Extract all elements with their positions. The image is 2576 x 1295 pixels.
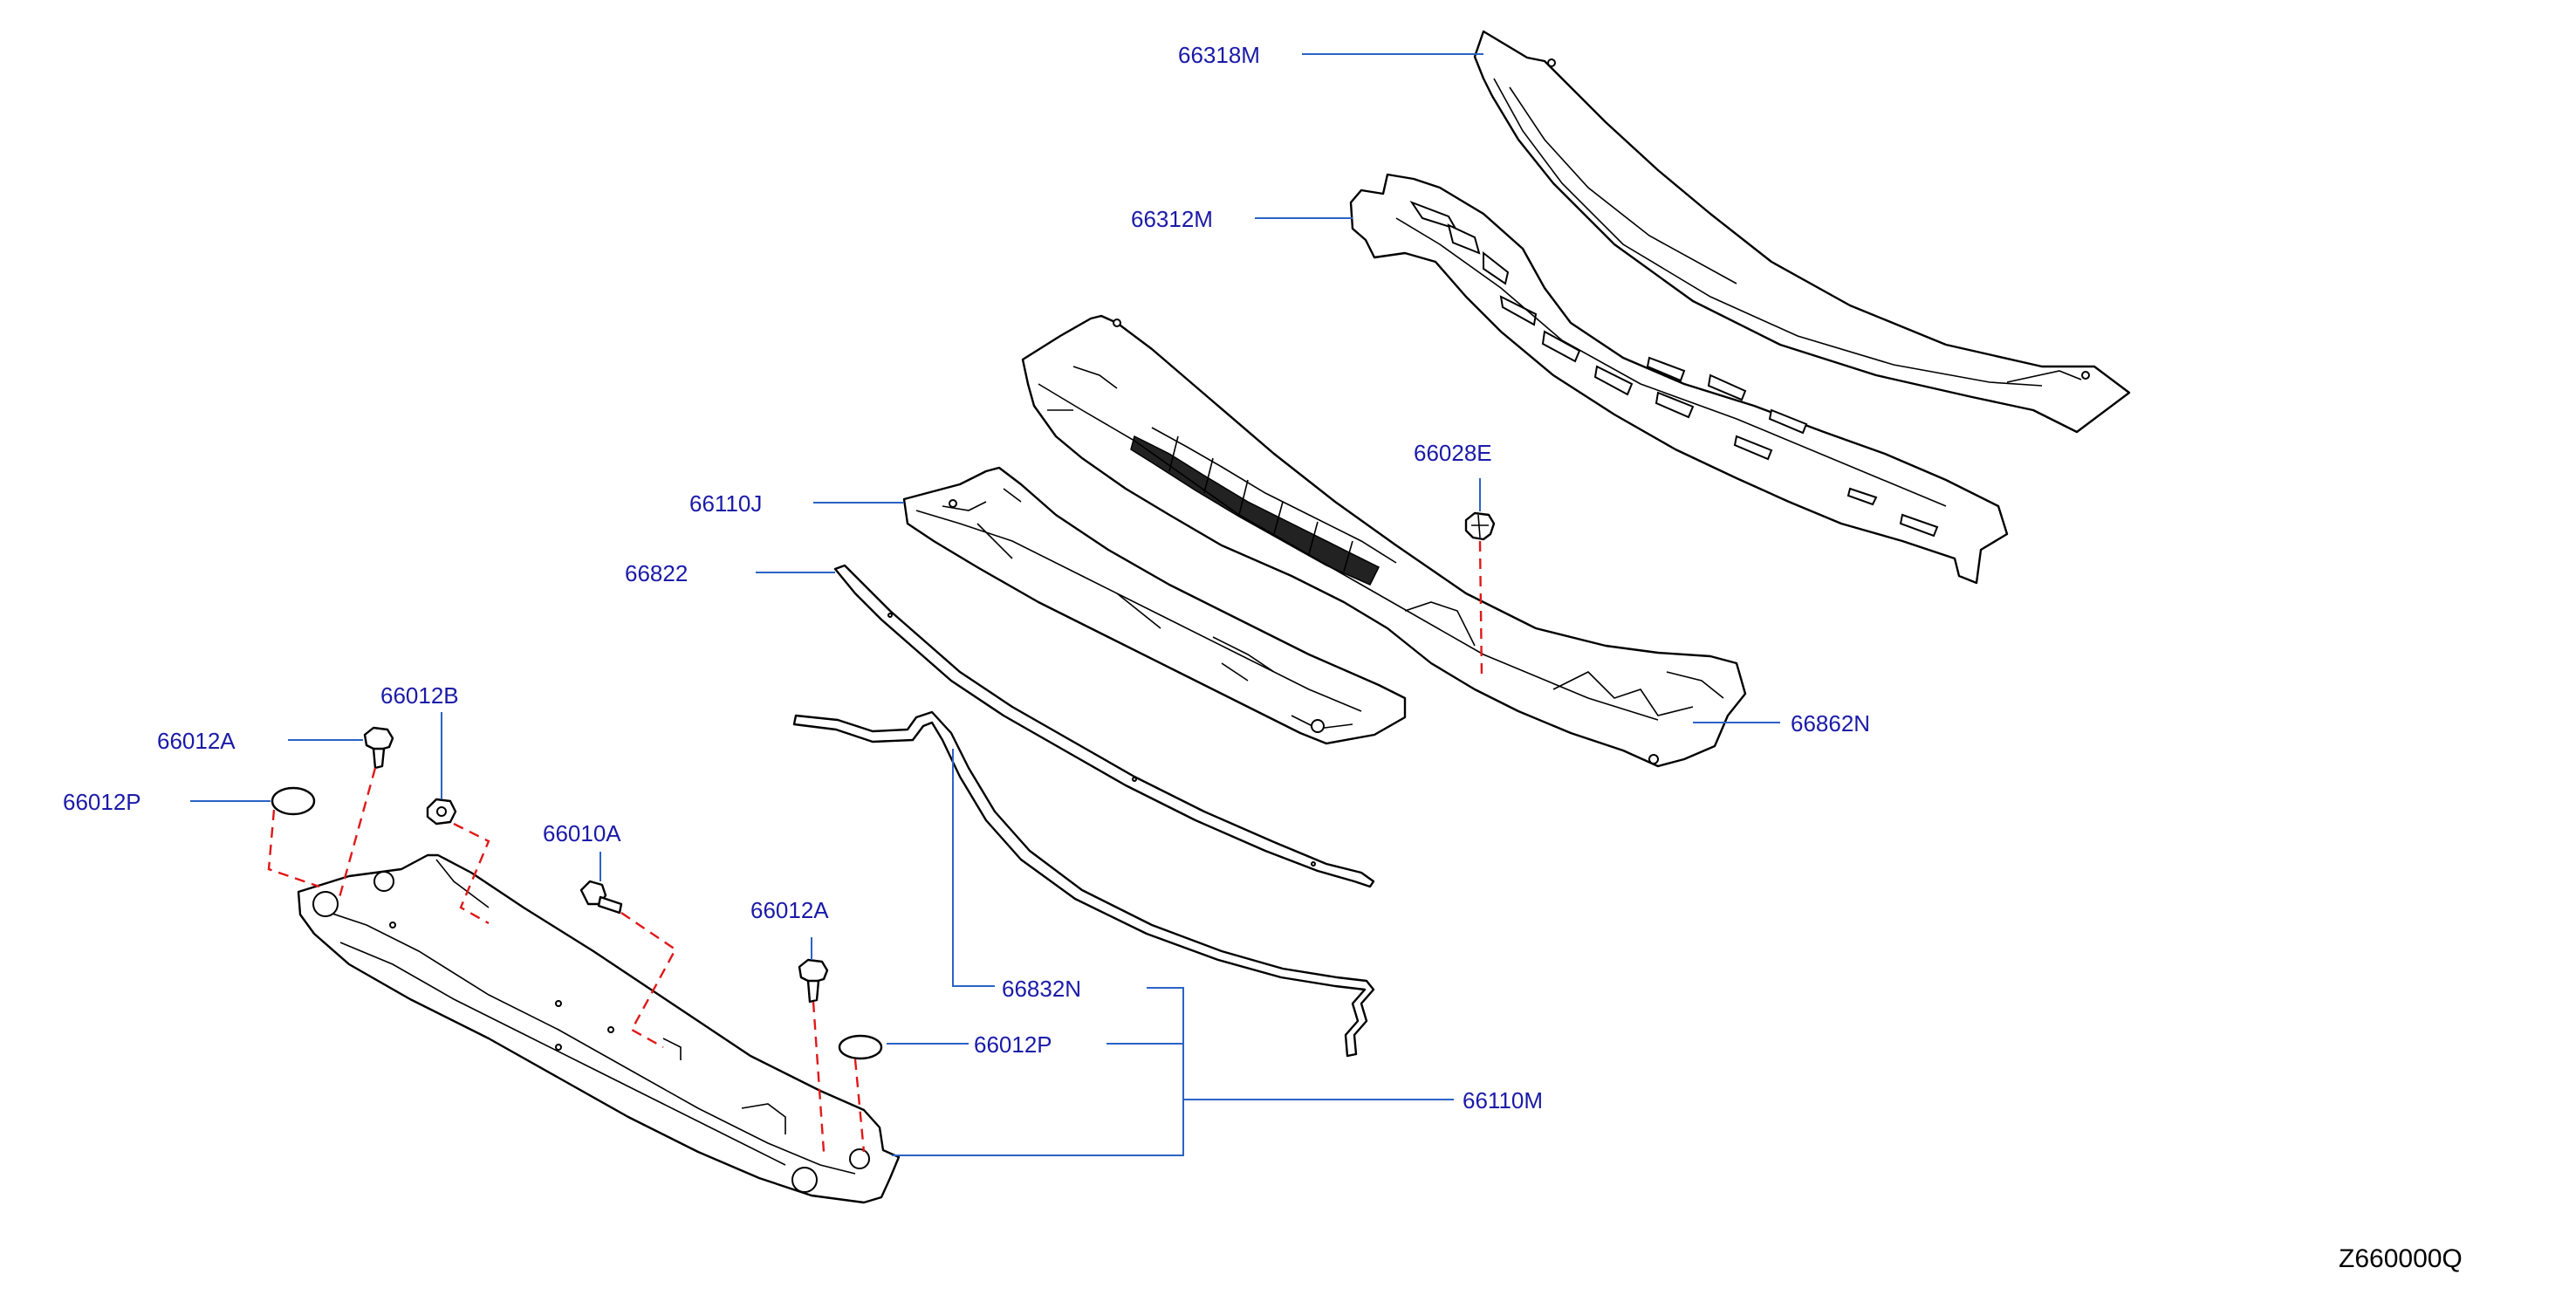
label-66028e: 66028E (1414, 440, 1492, 466)
label-66010a: 66010A (543, 820, 621, 846)
label-66012a-mid: 66012A (750, 897, 829, 923)
label-66110j: 66110J (689, 490, 762, 517)
label-66012p-left: 66012P (63, 789, 141, 815)
part-66010a-bolt (579, 880, 623, 915)
part-66312m-insulator (1349, 173, 2009, 585)
part-66832n-hose (792, 710, 1375, 1058)
part-66028e-clip (1464, 511, 1496, 541)
assembly-hidden-lines (267, 540, 1483, 1153)
part-66012p-plug-mid (838, 1034, 883, 1060)
label-66862n: 66862N (1791, 710, 1870, 737)
label-66012b: 66012B (380, 682, 459, 709)
part-66110m-cowl-panel (297, 853, 901, 1204)
label-66110m: 66110M (1463, 1087, 1543, 1113)
label-66832n: 66832N (1002, 976, 1081, 1002)
part-66012p-plug-left (271, 786, 316, 816)
part-66862n-cowl-top (1021, 314, 1747, 768)
diagram-code: Z660000Q (2339, 1244, 2463, 1273)
part-labels: 66318M 66312M 66028E 66110J 66822 66862N… (63, 42, 2463, 1273)
part-66012a-bolt-top (363, 726, 394, 770)
part-66110j-cowl-panel (902, 466, 1407, 745)
insulator-slots (1409, 200, 1939, 538)
part-66822-seal (833, 564, 1375, 888)
label-66318m: 66318M (1178, 42, 1260, 68)
part-66012a-bolt-mid (798, 958, 829, 1004)
leader-lines (190, 53, 1780, 1156)
label-66312m: 66312M (1131, 206, 1213, 232)
label-66012a-top: 66012A (157, 728, 236, 754)
part-66318m-seal-strip (1473, 30, 2131, 434)
part-66012b-nut (426, 798, 457, 826)
label-66012p-mid: 66012P (974, 1031, 1052, 1058)
label-66822: 66822 (625, 560, 688, 586)
